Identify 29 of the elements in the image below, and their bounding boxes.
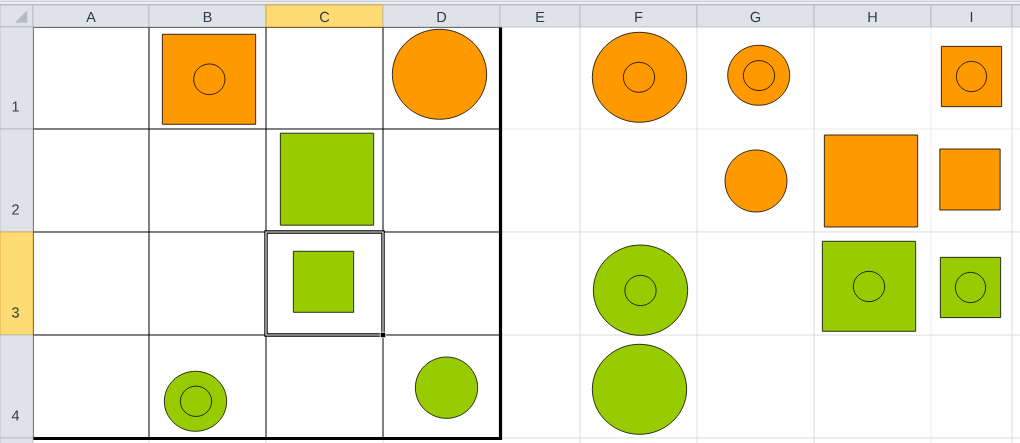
square-shape [821, 240, 917, 332]
row-header: 3 [0, 231, 34, 336]
inner-circle [622, 61, 656, 93]
column-header: F [579, 4, 698, 28]
inner-circle [955, 60, 988, 93]
circle-shape [724, 149, 788, 213]
circle-shape [591, 31, 688, 123]
column-header: E [499, 4, 581, 28]
row-header: 4 [0, 334, 34, 439]
circle-shape [414, 356, 479, 419]
square-shape [292, 250, 355, 313]
square-shape [939, 148, 1001, 211]
square-shape [279, 132, 375, 226]
column-header: B [148, 4, 267, 28]
column-header: C [265, 4, 384, 28]
column-header: D [382, 4, 501, 28]
inner-circle [852, 270, 886, 303]
row-header: 2 [0, 128, 34, 233]
circle-shape [591, 343, 688, 435]
column-header: H [813, 4, 932, 28]
square-shape [823, 134, 919, 228]
inner-circle [624, 274, 657, 307]
inner-circle [179, 385, 213, 417]
inner-circle [954, 271, 987, 304]
inner-circle [193, 63, 226, 96]
column-header: G [696, 4, 815, 28]
circle-shape [391, 28, 488, 120]
square-shape [161, 33, 257, 125]
inner-circle [742, 60, 776, 91]
